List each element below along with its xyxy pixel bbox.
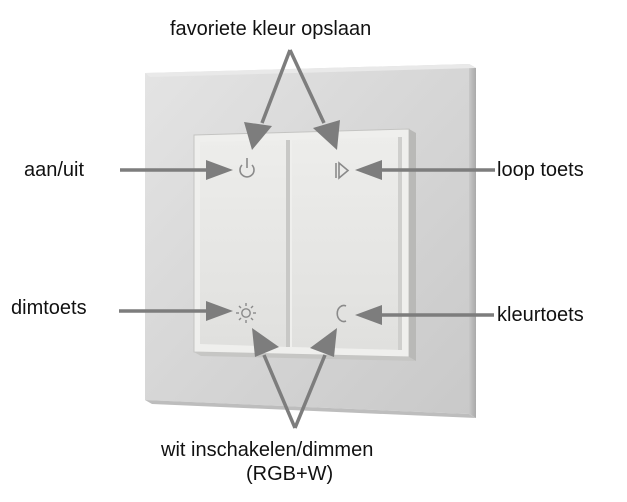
arrow-right-to-c [355, 305, 494, 325]
arrow-favorite-to-play [288, 49, 340, 150]
label-loop-key: loop toets [497, 159, 584, 181]
arrow-bottom-to-sun [252, 328, 297, 429]
play-triangle-icon [335, 161, 350, 180]
label-white-switch-dim: wit inschakelen/dimmen [161, 439, 374, 461]
sun-icon [236, 303, 256, 323]
right-rocker-key[interactable] [292, 137, 402, 350]
label-rgbw: (RGB+W) [246, 463, 334, 485]
label-on-off: aan/uit [24, 159, 85, 181]
label-dim-key: dimtoets [11, 297, 87, 319]
arrow-left-to-sun [119, 301, 233, 321]
label-favorite-color-save: favoriete kleur opslaan [170, 18, 372, 40]
arrow-right-to-play [355, 160, 495, 180]
power-icon [239, 158, 255, 178]
letter-c-icon [336, 304, 347, 323]
left-rocker-key[interactable] [200, 140, 290, 347]
arrow-bottom-to-c [293, 328, 337, 429]
arrow-favorite-to-power [244, 49, 292, 150]
label-color-key: kleurtoets [497, 304, 584, 326]
arrow-left-to-power [120, 160, 233, 180]
